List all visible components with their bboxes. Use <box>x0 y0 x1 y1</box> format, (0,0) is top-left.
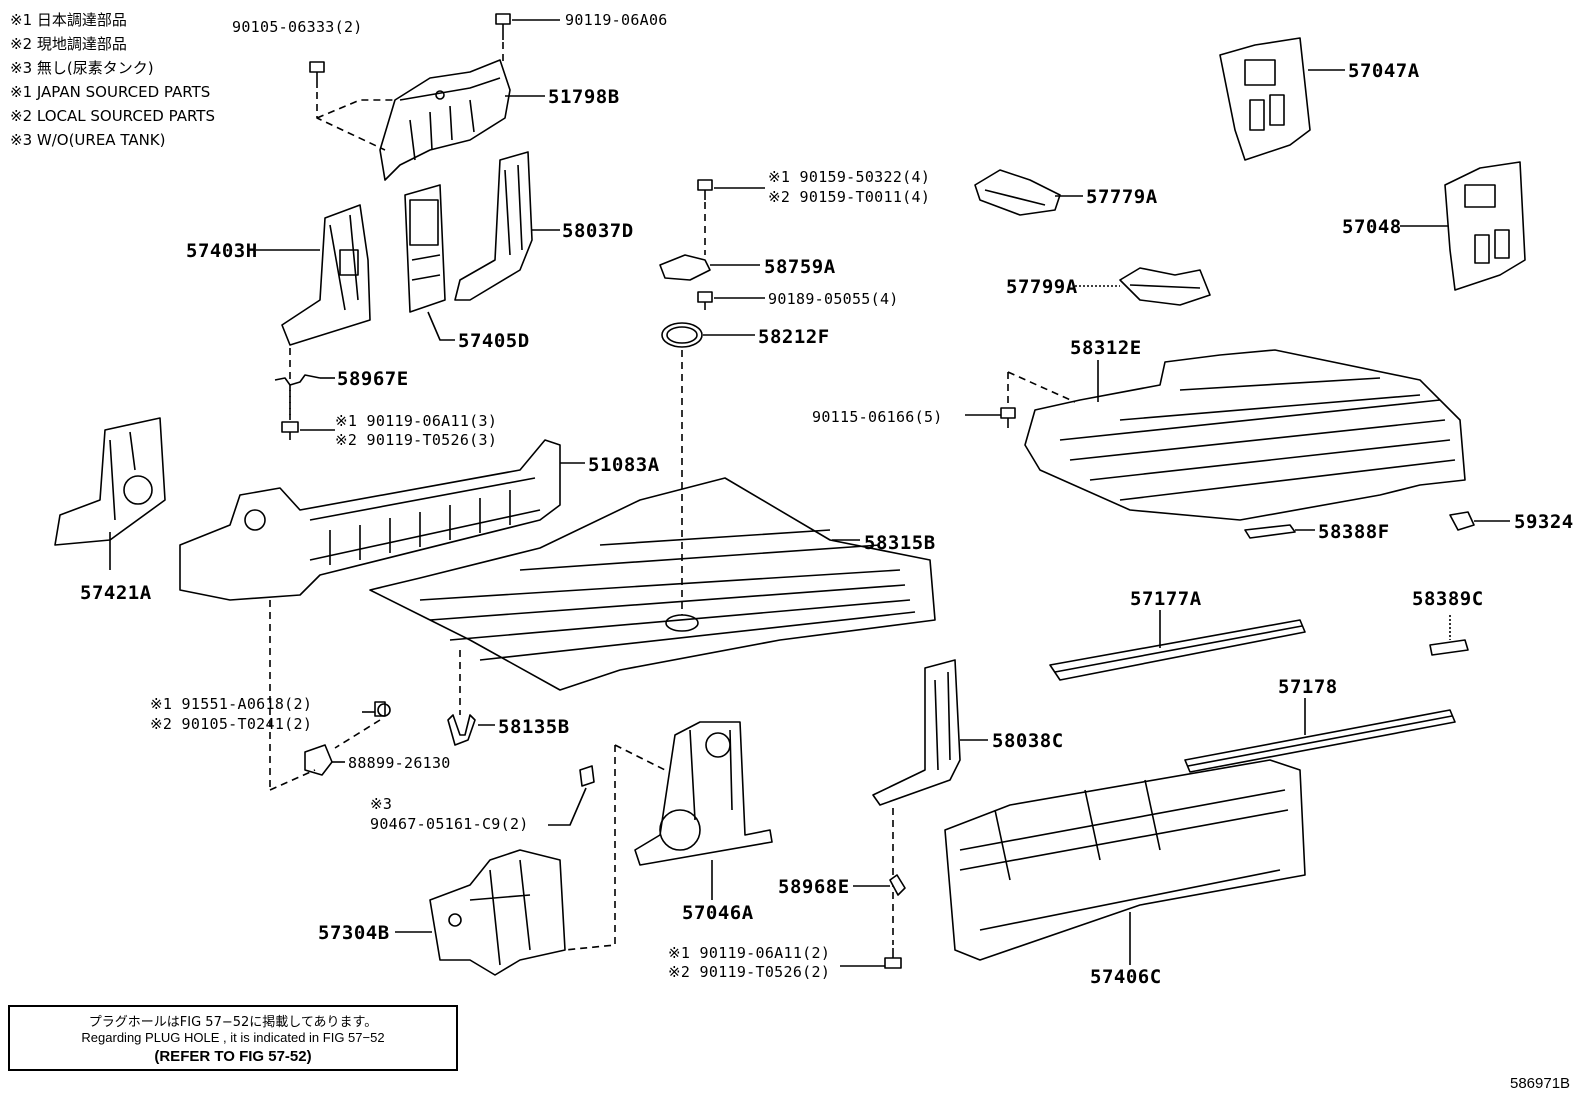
fastener-label[interactable]: 90105-06333(2) <box>232 18 363 36</box>
part-58759A-drawing <box>659 254 711 281</box>
part-58312E-drawing <box>1024 349 1466 521</box>
part-58968E-drawing <box>889 874 906 896</box>
fastener-label[interactable]: ※1 91551-A0618(2) <box>150 695 313 713</box>
part-label-57046A[interactable]: 57046A <box>682 902 754 924</box>
note-line-jp: プラグホールはFIG 57−52に掲載してあります。 <box>88 1015 378 1030</box>
part-label-51798B[interactable]: 51798B <box>548 86 620 108</box>
part-57405D-drawing <box>404 184 446 313</box>
fastener-label[interactable]: 90189-05055(4) <box>768 290 899 308</box>
part-58212F-drawing <box>661 322 703 348</box>
bolt-90119-06A06 <box>495 13 511 40</box>
part-label-57421A[interactable]: 57421A <box>80 582 152 604</box>
part-58388F-drawing <box>1244 524 1296 539</box>
part-label-58037D[interactable]: 58037D <box>562 220 634 242</box>
part-label-58759A[interactable]: 58759A <box>764 256 836 278</box>
part-label-58967E[interactable]: 58967E <box>337 368 409 390</box>
part-57304B-drawing <box>429 849 566 976</box>
part-label-57779A[interactable]: 57779A <box>1086 186 1158 208</box>
part-58038C-drawing <box>872 659 961 806</box>
fastener-label[interactable]: 90115-06166(5) <box>812 408 943 426</box>
part-57178-drawing <box>1184 709 1456 773</box>
bolt-90119-06A11-3 <box>281 421 299 440</box>
bolt-90159-50322 <box>697 179 713 200</box>
legend-line: ※2 現地調達部品 <box>10 35 127 53</box>
part-label-58389C[interactable]: 58389C <box>1412 588 1484 610</box>
part-label-57178[interactable]: 57178 <box>1278 676 1338 698</box>
fastener-label[interactable]: ※2 90159-T0011(4) <box>768 188 931 206</box>
part-58037D-drawing <box>454 151 533 301</box>
fastener-label[interactable]: 90119-06A06 <box>565 11 668 29</box>
part-label-57048[interactable]: 57048 <box>1342 216 1402 238</box>
part-58389C-drawing <box>1429 639 1469 656</box>
part-label-51083A[interactable]: 51083A <box>588 454 660 476</box>
bolt-90119-06A11-2 <box>884 948 902 969</box>
part-label-59324[interactable]: 59324 <box>1514 511 1574 533</box>
part-57177A-drawing <box>1049 619 1306 681</box>
bolt-90105-06333 <box>309 61 325 88</box>
fastener-label[interactable]: ※2 90119-T0526(3) <box>335 431 498 449</box>
fastener-label[interactable]: ※1 90159-50322(4) <box>768 168 931 186</box>
bolt-91551-A0618 <box>374 701 391 717</box>
part-label-58968E[interactable]: 58968E <box>778 876 850 898</box>
part-label-58135B[interactable]: 58135B <box>498 716 570 738</box>
part-57046A-drawing <box>634 721 773 866</box>
part-label-57403H[interactable]: 57403H <box>186 240 258 262</box>
note-refer: (REFER TO FIG 57-52) <box>154 1048 312 1065</box>
legend-line: ※1 JAPAN SOURCED PARTS <box>10 83 211 101</box>
part-57779A-drawing <box>974 169 1061 216</box>
part-label-58038C[interactable]: 58038C <box>992 730 1064 752</box>
bolt-90189-05055 <box>697 291 713 310</box>
fastener-label[interactable]: ※1 90119-06A11(3) <box>335 412 498 430</box>
part-59324-drawing <box>1449 511 1475 531</box>
legend-line: ※2 LOCAL SOURCED PARTS <box>10 107 215 125</box>
legend-line: ※3 無し(尿素タンク) <box>10 59 154 77</box>
part-88899-26130-drawing <box>304 744 333 776</box>
part-label-57304B[interactable]: 57304B <box>318 922 390 944</box>
part-57048-drawing <box>1444 161 1526 291</box>
fastener-label[interactable]: 90467-05161-C9(2) <box>370 815 529 833</box>
part-51083A-drawing <box>179 439 561 601</box>
note-line-en: Regarding PLUG HOLE , it is indicated in… <box>81 1030 385 1045</box>
part-57421A-drawing <box>54 417 166 546</box>
legend: ※1 日本調達部品 ※2 現地調達部品 ※3 無し(尿素タンク) ※1 JAPA… <box>10 8 215 152</box>
fastener-label[interactable]: ※3 <box>370 795 393 813</box>
part-label-57047A[interactable]: 57047A <box>1348 60 1420 82</box>
part-label-57405D[interactable]: 57405D <box>458 330 530 352</box>
part-label-58388F[interactable]: 58388F <box>1318 521 1390 543</box>
part-51798B-drawing <box>379 59 511 181</box>
part-57799A-drawing <box>1119 267 1211 306</box>
part-58967E-drawing <box>274 374 321 386</box>
part-label-57406C[interactable]: 57406C <box>1090 966 1162 988</box>
part-57047A-drawing <box>1219 37 1311 161</box>
part-label-57799A[interactable]: 57799A <box>1006 276 1078 298</box>
fastener-label[interactable]: 88899-26130 <box>348 754 451 772</box>
part-label-58315B[interactable]: 58315B <box>864 532 936 554</box>
fastener-label[interactable]: ※1 90119-06A11(2) <box>668 944 831 962</box>
part-58135B-drawing <box>447 714 476 746</box>
fastener-label[interactable]: ※2 90105-T0241(2) <box>150 715 313 733</box>
part-57403H-drawing <box>281 204 371 346</box>
part-label-58212F[interactable]: 58212F <box>758 326 830 348</box>
legend-line: ※3 W/O(UREA TANK) <box>10 131 166 149</box>
part-58315B-drawing <box>369 477 936 691</box>
fastener-label[interactable]: ※2 90119-T0526(2) <box>668 963 831 981</box>
clip-90467-05161 <box>579 765 595 787</box>
part-label-58312E[interactable]: 58312E <box>1070 337 1142 359</box>
legend-line: ※1 日本調達部品 <box>10 11 127 29</box>
bolt-90115-06166 <box>1000 407 1016 428</box>
part-label-57177A[interactable]: 57177A <box>1130 588 1202 610</box>
part-57406C-drawing <box>944 759 1306 961</box>
figure-id: 586971B <box>1510 1075 1571 1092</box>
plug-hole-note: プラグホールはFIG 57−52に掲載してあります。 Regarding PLU… <box>8 1005 458 1071</box>
